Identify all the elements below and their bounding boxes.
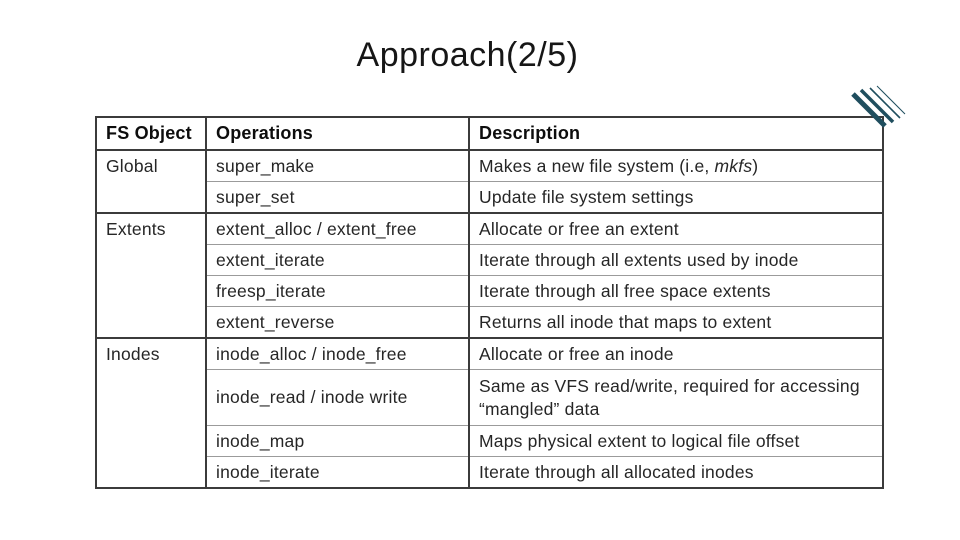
description-cell: Returns all inode that maps to extent (468, 306, 883, 339)
description-cell: Iterate through all allocated inodes (468, 456, 883, 489)
description-cell: Allocate or free an extent (468, 213, 883, 245)
operation-cell: inode_alloc / inode_free (205, 338, 469, 370)
description-cell: Iterate through all free space extents (468, 275, 883, 307)
table-row: extent_iterate Iterate through all exten… (96, 244, 883, 276)
fs-object-cell-extents: Extents (96, 213, 206, 339)
fs-object-cell-global: Global (96, 150, 206, 214)
operation-cell: extent_alloc / extent_free (205, 213, 469, 245)
column-header-fs-object: FS Object (96, 117, 206, 151)
table-row: Extents extent_alloc / extent_free Alloc… (96, 213, 883, 339)
description-text: Makes a new file system (i.e, (479, 155, 715, 176)
description-text: ) (752, 155, 759, 176)
pen-icon (851, 85, 906, 128)
operation-cell: super_make (205, 150, 469, 182)
operation-cell: inode_iterate (205, 456, 469, 489)
table-row: Inodes inode_alloc / inode_free Allocate… (96, 338, 883, 489)
table-header-row: FS Object Operations Description (96, 117, 883, 151)
description-cell: Makes a new file system (i.e, mkfs) (468, 150, 883, 182)
operation-cell: freesp_iterate (205, 275, 469, 307)
table-row: inode_read / inode write Same as VFS rea… (96, 369, 883, 426)
table-row: freesp_iterate Iterate through all free … (96, 275, 883, 307)
fs-operations-table: FS Object Operations Description Global … (95, 116, 884, 489)
description-cell: Same as VFS read/write, required for acc… (468, 369, 883, 426)
description-cell: Maps physical extent to logical file off… (468, 425, 883, 457)
description-cell: Iterate through all extents used by inod… (468, 244, 883, 276)
operation-cell: super_set (205, 181, 469, 214)
column-header-description: Description (468, 117, 883, 151)
page-title: Approach(2/5) (356, 36, 579, 74)
table-row: inode_iterate Iterate through all alloca… (96, 456, 883, 489)
fs-object-cell-inodes: Inodes (96, 338, 206, 489)
description-cell: Update file system settings (468, 181, 883, 214)
operation-cell: extent_reverse (205, 306, 469, 339)
column-header-operations: Operations (205, 117, 469, 151)
operation-cell: inode_read / inode write (205, 369, 469, 426)
description-cell: Allocate or free an inode (468, 338, 883, 370)
table-row: inode_map Maps physical extent to logica… (96, 425, 883, 457)
table-row: super_set Update file system settings (96, 181, 883, 214)
operation-cell: extent_iterate (205, 244, 469, 276)
table-row: Global super_make Makes a new file syste… (96, 150, 883, 214)
table-row: extent_reverse Returns all inode that ma… (96, 306, 883, 339)
operation-cell: inode_map (205, 425, 469, 457)
description-italic-text: mkfs (714, 155, 753, 176)
